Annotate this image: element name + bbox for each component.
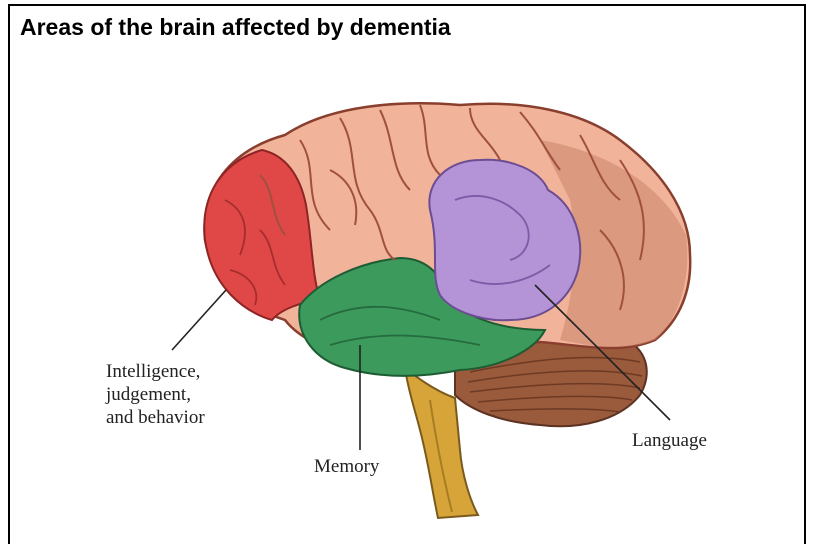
label-line-1: Intelligence, [106,360,205,383]
brain-diagram [0,0,816,533]
label-intelligence-judgement-behavior: Intelligence, judgement, and behavior [106,360,205,429]
label-line-2: judgement, [106,383,205,406]
label-language: Language [632,429,707,452]
label-memory: Memory [314,455,379,478]
leader-line-intelligence [172,290,226,350]
label-line-3: and behavior [106,406,205,429]
